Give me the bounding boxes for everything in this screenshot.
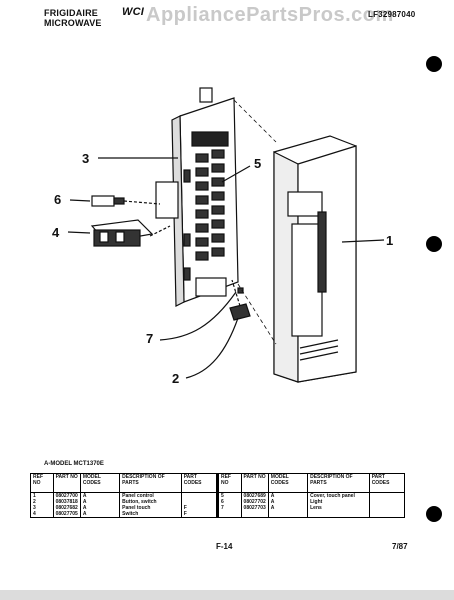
col-model-codes-2: MODEL CODES	[267, 473, 309, 493]
cell	[368, 492, 406, 499]
cell: A	[267, 492, 309, 499]
brand-line-1: FRIGIDAIRE	[44, 8, 99, 18]
cell: 08037818	[52, 499, 81, 505]
doc-number: LF32987040	[368, 10, 416, 19]
callout-3: 3	[82, 151, 89, 166]
cell: 08027705	[52, 511, 81, 518]
brand-line-2: MICROWAVE	[44, 18, 102, 28]
wci-logo: WCI	[122, 6, 144, 18]
binder-hole-bottom	[426, 506, 442, 522]
table-row: 1 08027700 A Panel control 5 08027689 A …	[30, 492, 406, 499]
scan-edge	[0, 590, 454, 600]
cell: A	[79, 499, 121, 505]
col-part-codes: PART CODES	[180, 473, 218, 493]
table-row: 2 08037818 A Button, switch 6 08027702 A…	[30, 499, 406, 505]
callout-4: 4	[52, 225, 60, 240]
col-part-no: PART NO	[52, 473, 81, 493]
col-description-2: DESCRIPTION OF PARTS	[307, 473, 370, 493]
table-header-row: REF NO PART NO MODEL CODES DESCRIPTION O…	[30, 473, 406, 493]
cell: 08027702	[240, 499, 269, 505]
cell: A	[79, 505, 121, 511]
col-part-codes-2: PART CODES	[368, 473, 406, 493]
table-row: 3 08027682 A Panel touch F 7 08027703 A …	[30, 505, 406, 511]
cell: Switch	[119, 511, 182, 518]
col-ref-no-2: REF NO	[215, 473, 242, 493]
cell: 08027703	[240, 505, 269, 511]
cell: A	[79, 511, 121, 518]
cell: 08027689	[240, 492, 269, 499]
col-model-codes: MODEL CODES	[79, 473, 121, 493]
cell: 4	[30, 511, 54, 518]
switch-button	[229, 279, 251, 321]
cell	[368, 499, 406, 505]
cell: A	[267, 505, 309, 511]
cell	[240, 511, 269, 518]
page-number: F-14	[216, 542, 233, 551]
watermark: AppliancePartsPros.com	[146, 4, 394, 26]
binder-hole-top	[426, 56, 442, 72]
cell: A	[79, 492, 121, 499]
switch-assembly	[90, 219, 171, 247]
table-row: 4 08027705 A Switch F	[30, 511, 406, 518]
parts-table: REF NO PART NO MODEL CODES DESCRIPTION O…	[30, 473, 406, 534]
model-line: A-MODEL MCT1370E	[44, 461, 104, 467]
cell	[215, 511, 242, 518]
binder-hole-middle	[426, 236, 442, 252]
cell: F	[180, 511, 218, 518]
cell: 08027700	[52, 492, 81, 499]
cell	[368, 505, 406, 511]
col-description: DESCRIPTION OF PARTS	[119, 473, 182, 493]
callout-5: 5	[254, 156, 261, 171]
exploded-parts-diagram: 1 2 3 4 5 6 7	[52, 87, 393, 386]
cell	[307, 511, 370, 518]
callout-2: 2	[172, 371, 179, 386]
callout-6: 6	[54, 192, 61, 207]
cell	[368, 511, 406, 518]
col-part-no-2: PART NO	[240, 473, 269, 493]
callout-7: 7	[146, 331, 153, 346]
light-bulb	[91, 195, 161, 207]
brand-label: FRIGIDAIRE MICROWAVE	[44, 8, 102, 28]
revision-date: 7/87	[392, 542, 408, 551]
callout-1: 1	[386, 233, 393, 248]
cell	[267, 511, 309, 518]
touch-panel-cover	[273, 135, 357, 383]
cell: A	[267, 499, 309, 505]
cell: 08027682	[52, 505, 81, 511]
col-ref-no: REF NO	[30, 473, 54, 493]
lens	[237, 287, 244, 294]
control-panel-frame	[155, 87, 239, 307]
